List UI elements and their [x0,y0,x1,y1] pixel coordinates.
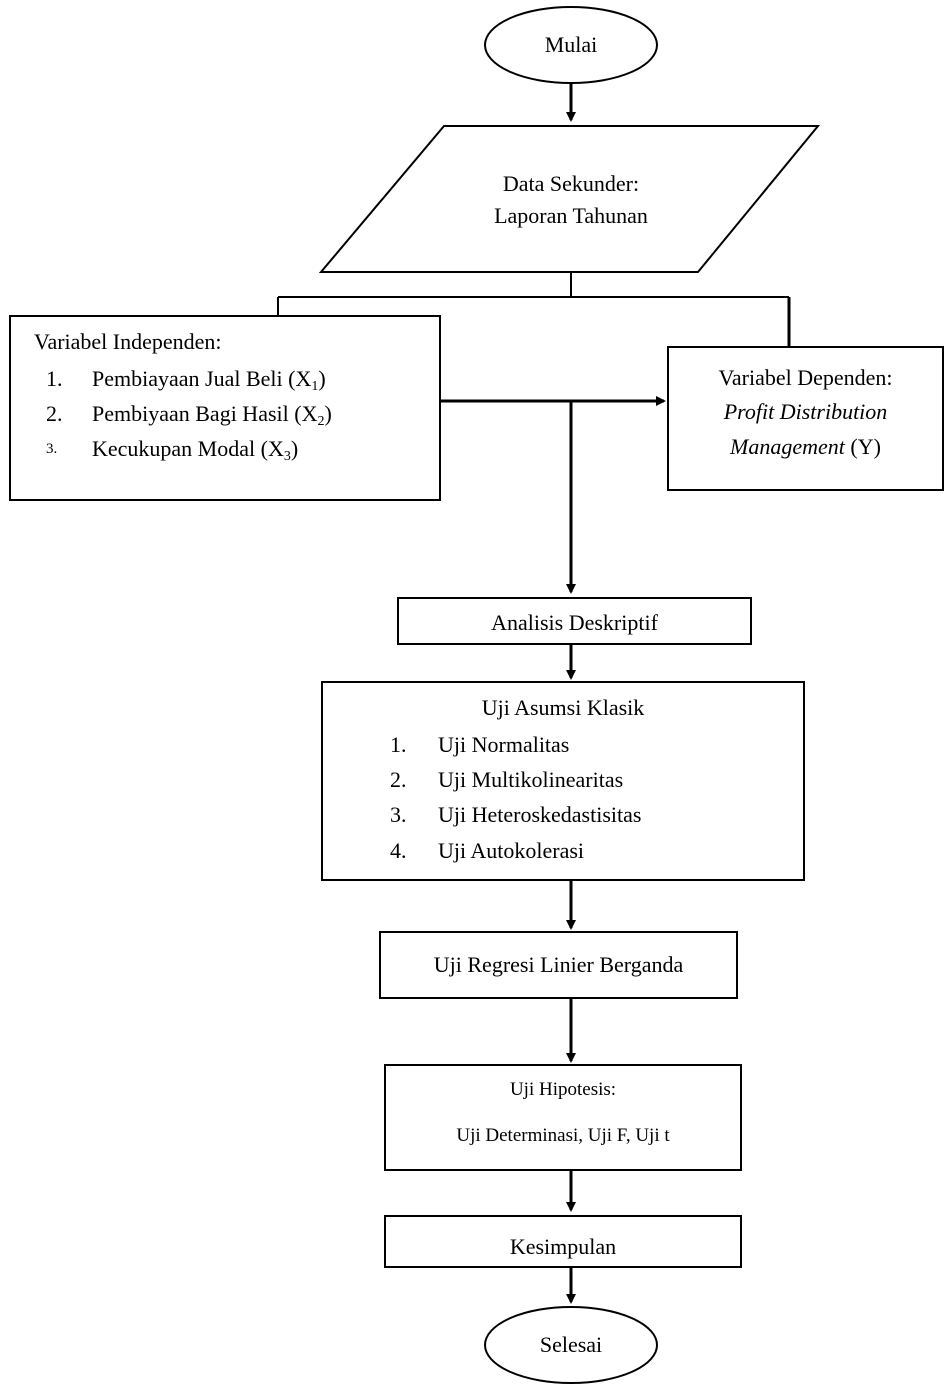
hypothesis-box [384,1064,742,1171]
descriptive-analysis-box [397,597,752,645]
classic-item-1: Uji Normalitas [438,732,570,757]
independent-item-1-num: 1. [46,366,63,391]
independent-item-3: Kecukupan Modal (X3) [92,436,299,464]
classic-item-2-num: 2. [390,767,407,792]
data-input-line2: Laporan Tahunan [494,203,648,228]
regression-label: Uji Regresi Linier Berganda [433,952,684,977]
dependent-variable-box [667,346,944,491]
independent-variable-box [9,315,441,501]
classic-item-2: Uji Multikolinearitas [438,767,624,792]
independent-title: Variabel Independen: [34,329,222,354]
conclusion-label: Kesimpulan [509,1234,617,1259]
classic-title: Uji Asumsi Klasik [481,695,645,720]
independent-item-2-num: 2. [46,401,63,426]
classic-assumption-box [321,681,805,881]
hypothesis-line1: Uji Hipotesis: [509,1079,617,1100]
data-input-line1: Data Sekunder: [502,171,640,196]
dependent-line3: Management (Y) [730,434,881,459]
classic-item-4-num: 4. [390,838,407,863]
classic-item-3: Uji Heteroskedastisitas [438,802,642,827]
regression-box [379,931,738,999]
start-label: Mulai [544,32,598,57]
descriptive-label: Analisis Deskriptif [491,610,658,635]
independent-item-2: Pembiyaan Bagi Hasil (X2) [92,401,332,429]
classic-item-3-num: 3. [390,802,407,827]
data-input-shape [318,125,821,273]
classic-item-4: Uji Autokolerasi [438,838,585,863]
classic-item-1-num: 1. [390,732,407,757]
dependent-line1: Variabel Dependen: [718,365,893,390]
conclusion-box [384,1215,742,1268]
independent-item-1: Pembiayaan Jual Beli (X1) [92,366,326,394]
end-terminal [484,1306,658,1384]
dependent-line2: Profit Distribution [723,399,888,424]
end-label: Selesai [539,1332,603,1357]
independent-item-3-num: 3. [46,441,58,457]
hypothesis-line2: Uji Determinasi, Uji F, Uji t [456,1125,670,1146]
